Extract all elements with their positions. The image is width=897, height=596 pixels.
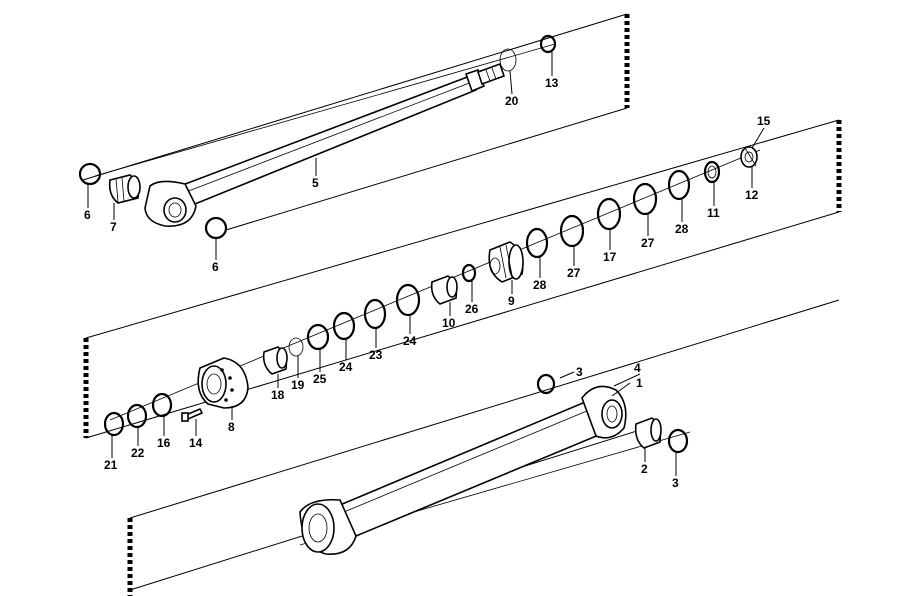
label-part-6-left: 6 (84, 208, 91, 222)
seal-set (103, 160, 721, 437)
label-part-2: 2 (641, 462, 648, 476)
label-part-27-right: 27 (641, 236, 655, 250)
label-part-12: 12 (745, 188, 759, 202)
collar-10 (430, 275, 458, 305)
label-part-23: 23 (369, 348, 383, 362)
label-part-24-right: 24 (403, 334, 417, 348)
label-part-22: 22 (131, 446, 145, 460)
label-part-5: 5 (312, 176, 319, 190)
label-part-25: 25 (313, 372, 327, 386)
label-part-9: 9 (508, 294, 515, 308)
bushing-2 (634, 417, 662, 449)
label-part-26: 26 (465, 302, 479, 316)
part-number-labels: 1 2 3 3 4 5 6 6 7 8 9 10 11 12 13 14 15 … (84, 76, 771, 490)
label-part-3-bottom: 3 (672, 476, 679, 490)
label-part-28-left: 28 (533, 278, 547, 292)
label-part-11: 11 (707, 206, 720, 220)
ring-6-right (204, 216, 228, 240)
label-part-10: 10 (442, 316, 456, 330)
label-part-4: 4 (634, 361, 641, 375)
label-part-15: 15 (757, 114, 771, 128)
cylinder-tube (299, 385, 627, 555)
label-part-20: 20 (505, 94, 519, 108)
label-part-6-right: 6 (212, 260, 219, 274)
rod-eye (144, 180, 197, 227)
label-part-27-left: 27 (567, 266, 581, 280)
label-part-28-right: 28 (675, 222, 689, 236)
cylinder-head-8 (197, 357, 249, 409)
sleeve-18 (262, 346, 288, 375)
lock-nut (740, 146, 758, 168)
bushing-7 (108, 174, 141, 204)
label-part-24-left: 24 (339, 360, 353, 374)
piston-9 (488, 241, 524, 283)
leader-lines (87, 52, 765, 476)
label-part-16: 16 (157, 436, 171, 450)
label-part-18: 18 (271, 388, 285, 402)
label-part-8: 8 (228, 420, 235, 434)
ring-3-bottom (667, 428, 689, 454)
label-part-14: 14 (189, 436, 203, 450)
label-part-19: 19 (291, 378, 305, 392)
disc-20 (499, 48, 517, 72)
ring-13 (539, 34, 557, 54)
piston-rod (178, 62, 506, 208)
label-part-7: 7 (110, 220, 117, 234)
label-part-17: 17 (603, 250, 617, 264)
ring-3-top (536, 373, 556, 395)
ring-6-left (78, 162, 102, 186)
bolt-14 (181, 407, 204, 422)
assembly-boundary-lines (82, 13, 842, 596)
label-part-1: 1 (636, 376, 643, 390)
label-part-13: 13 (545, 76, 559, 90)
label-part-21: 21 (104, 458, 118, 472)
label-part-3-top: 3 (576, 365, 583, 379)
